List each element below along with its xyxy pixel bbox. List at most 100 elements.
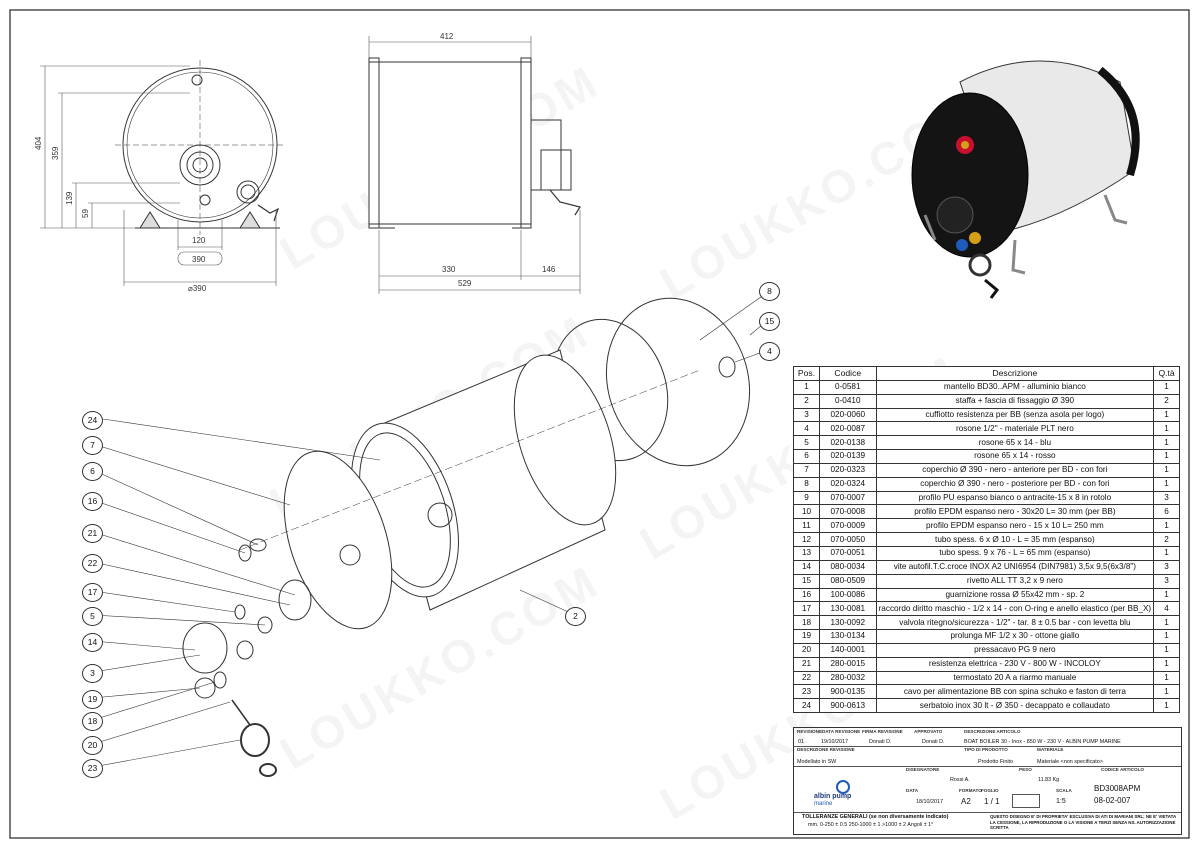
label-peso: PESO [1019, 767, 1032, 772]
bom-cell-pos: 12 [793, 532, 820, 547]
bom-cell-qta: 1 [1153, 587, 1180, 603]
bom-cell-pos: 9 [793, 490, 820, 506]
bom-cell-descrizione: raccordo diritto maschio - 1/2 x 14 - co… [875, 601, 1155, 617]
balloon: 17 [82, 583, 103, 602]
logo-text-1: albin pump [814, 793, 852, 800]
bom-cell-qta: 1 [1153, 379, 1180, 395]
sheet-number: 1 / 1 [984, 797, 1000, 806]
revision-date: 19/10/2017 [821, 739, 848, 745]
bom-cell-qta: 1 [1153, 642, 1180, 658]
logo-text-2: marine [814, 801, 833, 807]
bom-cell-pos: 19 [793, 629, 820, 644]
bom-cell-qta: 1 [1153, 421, 1180, 437]
bom-cell-descrizione: tubo spess. 6 x Ø 10 - L = 35 mm (espans… [875, 532, 1155, 547]
bom-cell-codice: 280-0015 [819, 656, 877, 672]
bom-cell-pos: 20 [793, 642, 820, 658]
bom-cell-qta: 1 [1153, 435, 1180, 451]
bom-cell-pos: 13 [793, 545, 820, 561]
bom-cell-codice: 900-0613 [819, 698, 877, 714]
bom-cell-pos: 18 [793, 615, 820, 631]
label-scala: SCALA [1056, 788, 1072, 793]
dim-390-box: 390 [192, 255, 206, 264]
bom-cell-descrizione: resistenza elettrica - 230 V - 800 W - I… [875, 656, 1155, 672]
bom-cell-pos: 17 [793, 601, 820, 617]
bom-cell-codice: 020-0324 [819, 476, 877, 492]
balloon: 22 [82, 554, 103, 573]
bom-cell-pos: 4 [793, 421, 820, 437]
dim-146: 146 [542, 265, 556, 274]
drawer-name: Rossi A. [950, 777, 970, 783]
balloon: 16 [82, 492, 103, 511]
balloon: 21 [82, 524, 103, 543]
bom-cell-codice: 020-0138 [819, 435, 877, 451]
model-note: Modellato in SW [797, 759, 837, 765]
bom-cell-qta: 2 [1153, 532, 1180, 547]
material: Materiale <non specificato> [1037, 759, 1103, 765]
bom-cell-descrizione: coperchio Ø 390 - nero - posteriore per … [875, 476, 1155, 492]
bom-cell-descrizione: profilo EPDM espanso nero - 15 x 10 L= 2… [875, 518, 1155, 534]
balloon: 5 [82, 607, 103, 626]
bom-cell-qta: 1 [1153, 462, 1180, 478]
bom-cell-descrizione: profilo PU espanso bianco o antracite-15… [875, 490, 1155, 506]
bom-cell-descrizione: valvola ritegno/sicurezza - 1/2" - tar. … [875, 615, 1155, 631]
bom-cell-descrizione: rivetto ALL TT 3,2 x 9 nero [875, 573, 1155, 589]
bom-cell-pos: 23 [793, 684, 820, 700]
bom-header-pos: Pos. [793, 366, 820, 381]
bom-cell-qta: 1 [1153, 656, 1180, 672]
dim-359: 359 [51, 146, 60, 160]
tolerance-title: TOLLERANZE GENERALI (se non diversamente… [802, 814, 949, 820]
balloon: 20 [82, 736, 103, 755]
bom-cell-qta: 3 [1153, 490, 1180, 506]
bom-cell-pos: 21 [793, 656, 820, 672]
balloon: 15 [759, 312, 780, 331]
bom-cell-descrizione: guarnizione rossa Ø 55x42 mm - sp. 2 [875, 587, 1155, 603]
product-type: Prodotto Finito [978, 759, 1014, 765]
label-codice-articolo: CODICE ARTICOLO [1101, 767, 1144, 772]
bom-cell-descrizione: pressacavo PG 9 nero [875, 642, 1155, 658]
title-block: REVISIONE DATA REVISIONE FIRMA REVISIONE… [793, 727, 1182, 835]
bom-cell-codice: 130-0081 [819, 601, 877, 617]
bom-cell-qta: 1 [1153, 449, 1180, 464]
bom-cell-qta: 3 [1153, 559, 1180, 575]
bom-cell-codice: 080-0034 [819, 559, 877, 575]
side-view [368, 57, 581, 229]
bom-header-row: Pos. Codice Descrizione Q.tà [793, 366, 1180, 381]
bom-cell-codice: 900-0135 [819, 684, 877, 700]
projection-symbol-icon [1012, 794, 1040, 808]
bom-cell-pos: 1 [793, 379, 820, 395]
bom-cell-qta: 1 [1153, 684, 1180, 700]
bom-cell-qta: 1 [1153, 407, 1180, 423]
label-descrizione-articolo: DESCRIZIONE ARTICOLO [964, 729, 1021, 734]
sheet-border [9, 9, 1190, 839]
side-dimensions [368, 36, 581, 294]
weight: 11.83 Kg [1038, 777, 1060, 783]
bom-cell-codice: 0-0410 [819, 393, 877, 409]
article-code: BD3008APM [1094, 784, 1141, 793]
balloon: 4 [759, 342, 780, 361]
front-dimensions [40, 65, 277, 286]
bom-cell-descrizione: vite autofil.T.C.croce INOX A2 UNI6954 (… [875, 559, 1155, 575]
dim-139: 139 [65, 191, 74, 205]
bom-cell-pos: 5 [793, 435, 820, 451]
bom-cell-qta: 1 [1153, 698, 1180, 714]
leader-lines [92, 291, 769, 768]
boiler-3d-render [911, 60, 1140, 299]
bom-header-codice: Codice [819, 366, 877, 381]
label-formato: FORMATO [959, 788, 982, 793]
bom-cell-pos: 10 [793, 504, 820, 520]
revision-by: Donati D. [869, 739, 892, 745]
dim-120: 120 [192, 236, 206, 245]
tolerance-values: mm. 0-250 ± 0.5 250-1000 ± 1 >1000 ± 2 A… [808, 822, 934, 828]
